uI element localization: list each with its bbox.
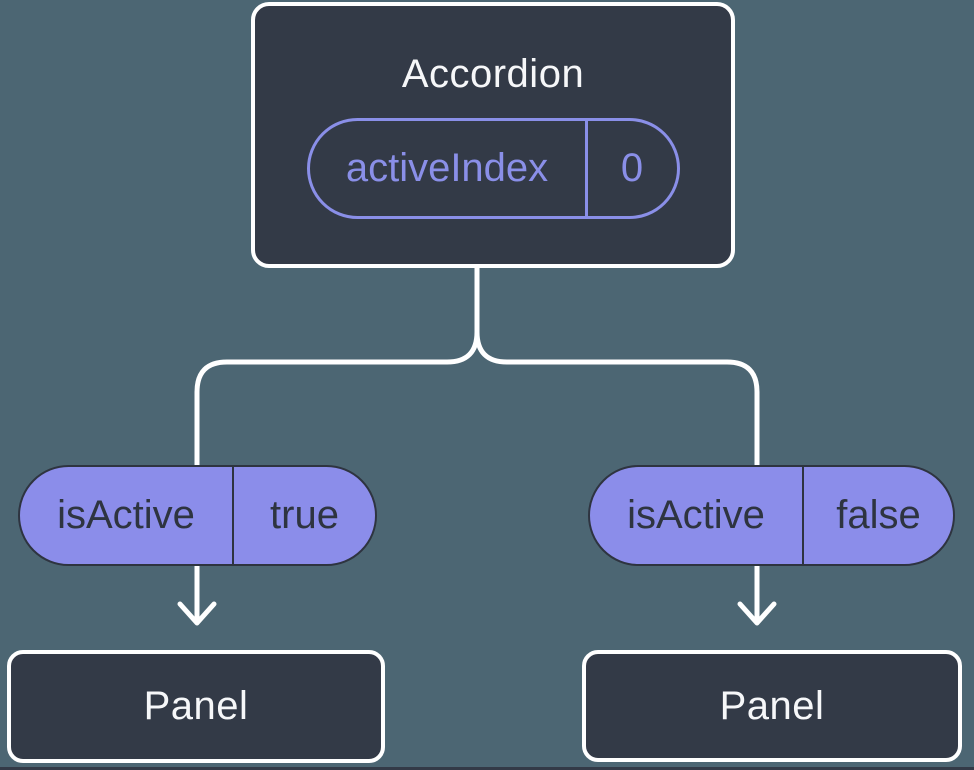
cropped-section-edge <box>0 767 974 770</box>
prop-name-label: isActive <box>57 493 195 537</box>
accordion-component-node: Accordion activeIndex 0 <box>251 2 735 268</box>
arrow-right-head-icon <box>737 601 777 626</box>
prop-pill-isactive-false: isActive false <box>588 465 955 566</box>
panel-node-title: Panel <box>719 683 825 728</box>
panel-node-title: Panel <box>143 684 249 728</box>
panel-component-node-left: Panel <box>7 650 385 763</box>
prop-pill-isactive-true: isActive true <box>18 465 377 566</box>
branch-left-line <box>194 263 480 468</box>
accordion-node-title: Accordion <box>401 52 585 96</box>
prop-value-label: false <box>802 467 953 564</box>
branch-right-line <box>474 263 760 468</box>
state-value-label: 0 <box>584 121 677 216</box>
prop-value-label: true <box>232 467 375 564</box>
arrow-left-head-icon <box>177 601 217 626</box>
state-name-label: activeIndex <box>345 146 549 190</box>
panel-component-node-right: Panel <box>582 650 962 762</box>
state-pill-activeindex: activeIndex 0 <box>306 118 680 219</box>
prop-name-label: isActive <box>627 493 765 537</box>
